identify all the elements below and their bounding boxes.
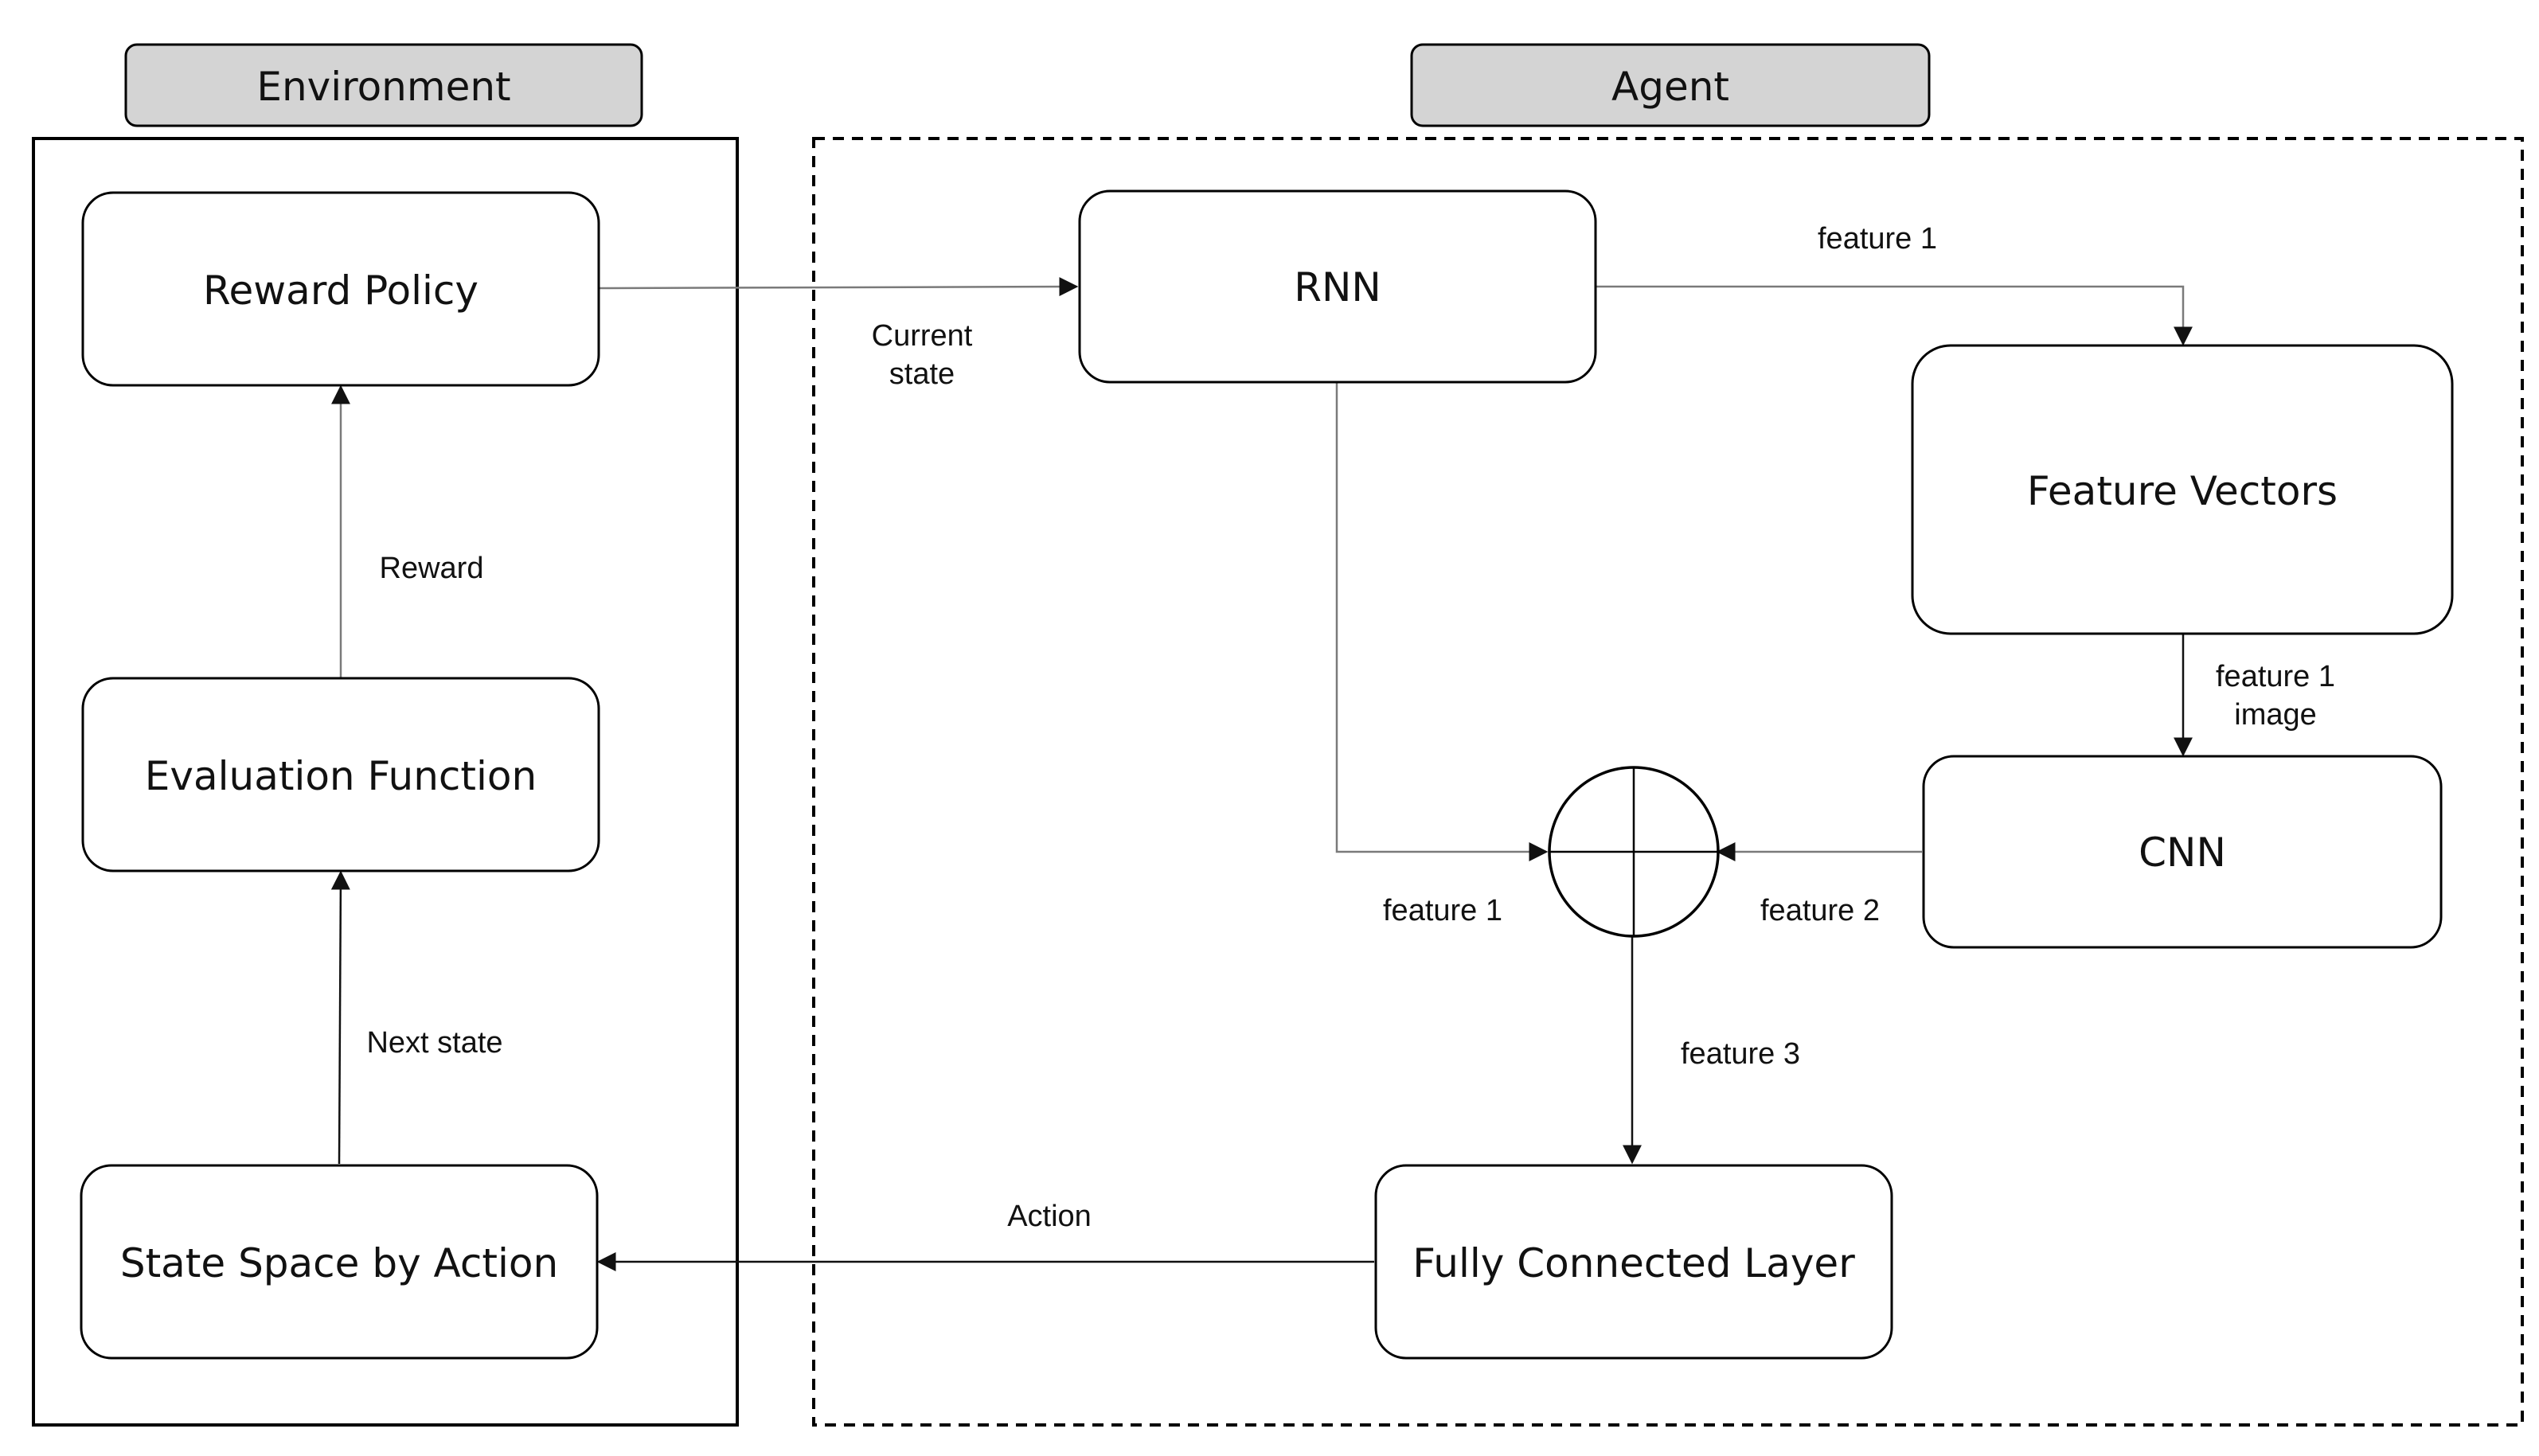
cnn-label: CNN [2139, 829, 2226, 876]
node-feature-vectors: Feature Vectors [1911, 344, 2454, 635]
agent-tab: Agent [1410, 43, 1931, 127]
node-cnn: CNN [1922, 755, 2443, 949]
node-evaluation-function: Evaluation Function [81, 677, 600, 872]
environment-tab: Environment [124, 43, 643, 127]
combiner-node [1548, 766, 1720, 938]
rnn-to-combiner-label: feature 1 [1383, 894, 1502, 927]
rnn-to-fv-label: feature 1 [1818, 222, 1937, 256]
feature-vectors-label: Feature Vectors [2027, 468, 2338, 514]
current-state-label-line2: state [889, 357, 955, 391]
node-state-space: State Space by Action [80, 1164, 599, 1360]
fv-to-cnn-label-line2: image [2234, 698, 2317, 732]
next-state-label: Next state [366, 1026, 502, 1060]
agent-label: Agent [1611, 64, 1729, 110]
fully-connected-label: Fully Connected Layer [1412, 1240, 1855, 1286]
state-space-label: State Space by Action [120, 1240, 558, 1286]
edge-next-state [330, 870, 350, 1165]
reward-policy-label: Reward Policy [203, 267, 479, 314]
node-rnn: RNN [1078, 189, 1597, 384]
edge-current-state [598, 277, 1079, 297]
evaluation-function-label: Evaluation Function [145, 753, 537, 799]
current-state-label-line1: Current [872, 319, 973, 353]
cnn-to-combiner-label: feature 2 [1760, 894, 1880, 927]
edge-rnn-to-feature-vectors [1596, 285, 2193, 346]
fv-to-cnn-label-line1: feature 1 [2216, 660, 2335, 693]
agent-container [812, 137, 2524, 1427]
rnn-label: RNN [1294, 264, 1381, 310]
node-reward-policy: Reward Policy [81, 191, 600, 387]
environment-container [32, 137, 739, 1427]
node-fully-connected: Fully Connected Layer [1374, 1164, 1893, 1360]
environment-label: Environment [256, 64, 510, 110]
edge-rnn-to-combiner [1335, 383, 1549, 861]
action-label: Action [1007, 1200, 1092, 1233]
combiner-to-fc-label: feature 3 [1681, 1037, 1800, 1071]
reward-label: Reward [380, 552, 484, 585]
